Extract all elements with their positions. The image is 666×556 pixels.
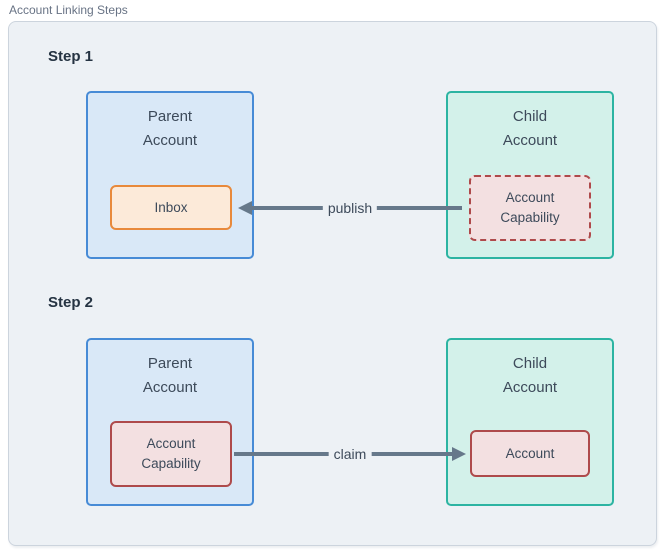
box-title-line: Account	[142, 379, 198, 396]
panel-title: Account Linking Steps	[9, 3, 128, 17]
box-title: Child Account	[448, 352, 612, 400]
step1-parent-account-box: Parent Account	[86, 91, 254, 259]
box-title-line: Account	[502, 132, 558, 149]
inbox-label: Inbox	[154, 199, 188, 215]
step2-account-capability-box: Account Capability	[110, 421, 232, 487]
box-title-line: Parent	[147, 108, 193, 125]
capability-label: Account Capability	[141, 434, 200, 474]
step1-account-capability-box: Account Capability	[469, 175, 591, 241]
box-title-line: Account	[502, 379, 558, 396]
publish-arrow-label: publish	[322, 200, 378, 216]
box-title-line: Child	[512, 355, 548, 372]
step2-account-box: Account	[470, 430, 590, 477]
capability-label-line: Capability	[500, 210, 560, 225]
box-title-line: Parent	[147, 355, 193, 372]
step2-child-account-box: Child Account	[446, 338, 614, 506]
account-label: Account	[505, 445, 555, 461]
claim-arrow-label: claim	[328, 446, 372, 462]
capability-label-line: Capability	[141, 456, 201, 471]
capability-label-line: Account	[146, 436, 196, 451]
box-title: Child Account	[448, 105, 612, 153]
capability-label-line: Account	[505, 190, 555, 205]
step-2-label: Step 2	[48, 294, 94, 311]
capability-label: Account Capability	[500, 188, 559, 228]
step-1-label: Step 1	[48, 48, 94, 65]
box-title-line: Account	[142, 132, 198, 149]
box-title-line: Child	[512, 108, 548, 125]
box-title: Parent Account	[88, 352, 252, 400]
step1-inbox-box: Inbox	[110, 185, 232, 230]
box-title: Parent Account	[88, 105, 252, 153]
